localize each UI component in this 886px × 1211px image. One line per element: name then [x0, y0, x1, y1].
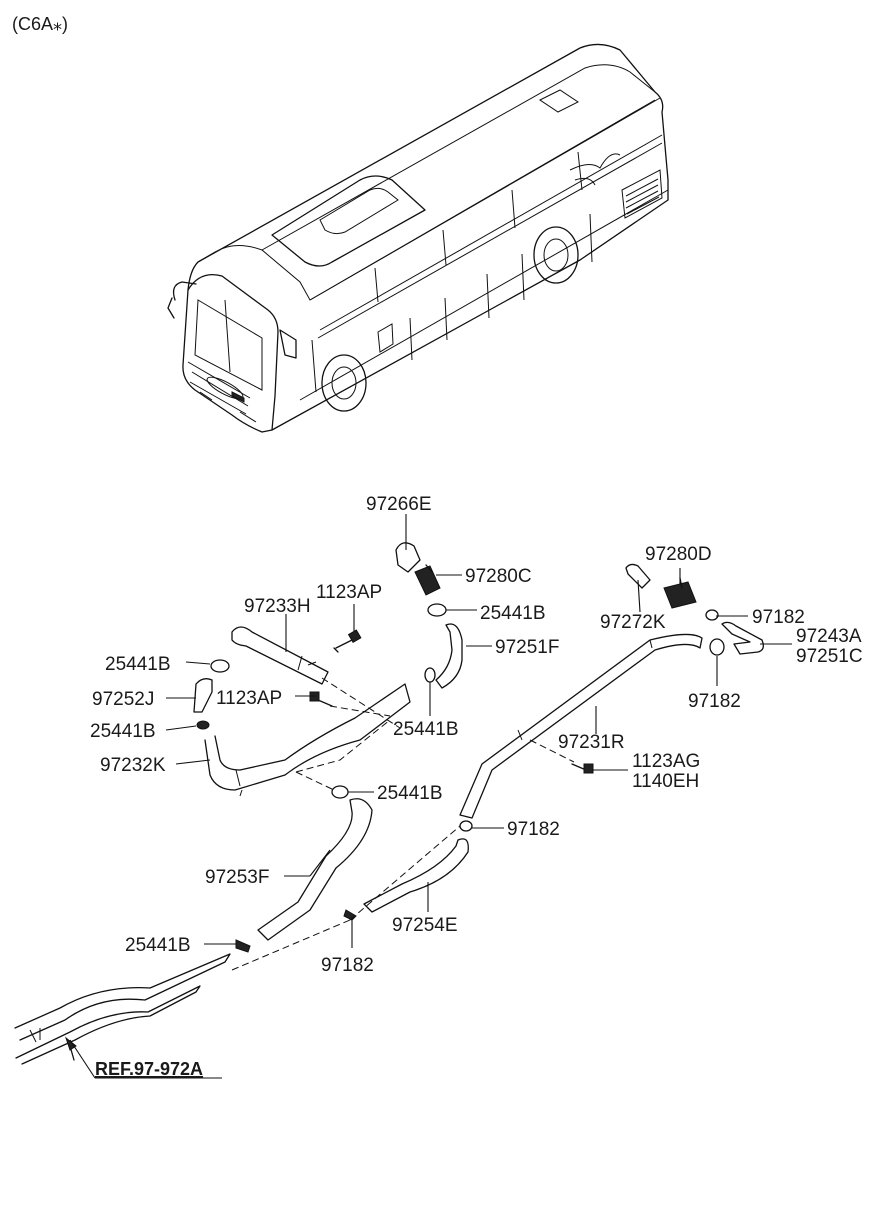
callout-25441b: 25441B — [480, 603, 546, 624]
callout-97254e: 97254E — [392, 915, 458, 936]
clamp-25441b-mid — [331, 785, 349, 799]
clamp-25441b-center — [424, 603, 447, 683]
callout-97280c: 97280C — [465, 566, 532, 587]
hose-97252j — [193, 678, 213, 713]
hose-97233h — [231, 626, 329, 685]
bus-illustration — [167, 43, 669, 433]
callout-97182: 97182 — [688, 691, 741, 712]
reference-label[interactable]: REF.97-972A — [95, 1059, 203, 1079]
callout-97253f: 97253F — [205, 867, 269, 888]
callout-25441b: 25441B — [377, 783, 443, 804]
dashed-guides — [231, 677, 575, 971]
model-code-label: (C6A⁎) — [12, 14, 68, 34]
callout-1123ag: 1123AG — [632, 751, 700, 772]
callout-97182: 97182 — [507, 819, 560, 840]
bolt-1123ap-a — [333, 629, 362, 653]
bolt-1123ag — [571, 763, 594, 774]
bolt-1123ap-b — [309, 691, 333, 707]
callout-97243a: 97243A — [796, 626, 862, 647]
callout-labels: 97266E 97280C 25441B 1123AP 97233H 25441… — [90, 494, 863, 976]
callout-97251f: 97251F — [495, 637, 559, 658]
hose-97243a — [721, 621, 764, 655]
callout-1123ap: 1123AP — [216, 688, 282, 709]
callout-1140eh: 1140EH — [632, 771, 699, 792]
callout-25441b: 25441B — [90, 721, 156, 742]
callout-25441b: 25441B — [125, 935, 191, 956]
elbow-97266e — [395, 542, 421, 573]
clamp-97182-right — [705, 609, 725, 656]
callout-97251c: 97251C — [796, 646, 863, 667]
callout-97232k: 97232K — [100, 755, 166, 776]
callout-97272k: 97272K — [600, 612, 666, 633]
pipe-97231r — [459, 633, 703, 819]
callout-25441b: 25441B — [393, 719, 459, 740]
pipe-ref-97-972a — [14, 953, 231, 1065]
callout-97182: 97182 — [752, 607, 805, 628]
callout-25441b: 25441B — [105, 654, 171, 675]
hose-97254e — [363, 838, 469, 913]
leader-lines — [165, 514, 792, 948]
callout-97231r: 97231R — [558, 732, 625, 753]
ref-leader — [69, 1039, 96, 1079]
hose-97232k — [204, 683, 411, 797]
valve-97280c — [414, 564, 441, 596]
callout-97266e: 97266E — [366, 494, 432, 515]
clamp-97182-lower — [343, 909, 357, 921]
callout-1123ap: 1123AP — [316, 582, 382, 603]
callout-97233h: 97233H — [244, 596, 311, 617]
callout-97280d: 97280D — [645, 544, 712, 565]
clamp-25441b-left — [196, 659, 230, 730]
hose-97251f — [435, 623, 463, 689]
callout-97182: 97182 — [321, 955, 374, 976]
clamp-25441b-low — [235, 939, 251, 953]
hose-97253f — [257, 798, 373, 941]
callout-97252j: 97252J — [92, 689, 154, 710]
clamp-97182-center — [459, 820, 473, 832]
tube-97272k — [625, 563, 651, 589]
